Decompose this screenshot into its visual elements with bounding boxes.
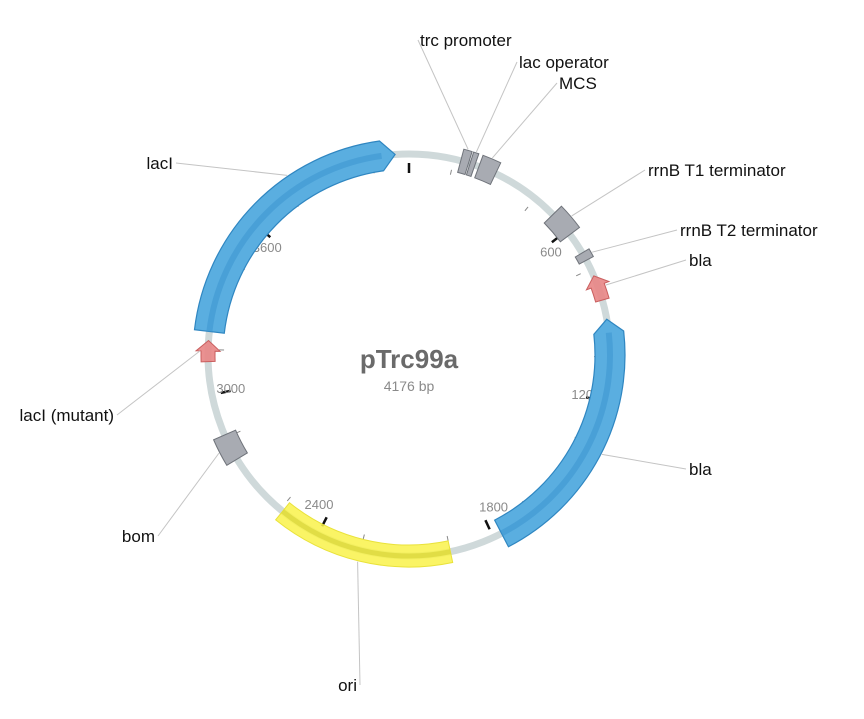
lac-operator-label[interactable]: lac operator <box>519 53 609 72</box>
rrnb-t2-label[interactable]: rrnB T2 terminator <box>680 221 818 240</box>
plasmid-name: pTrc99a <box>360 344 459 374</box>
rrnb-t1-box[interactable] <box>543 205 581 243</box>
minor-tick <box>524 206 529 212</box>
ori-label[interactable]: ori <box>338 676 357 695</box>
bla-promoter-leader-line <box>605 259 687 286</box>
bla-arrow[interactable] <box>493 318 626 548</box>
bom-box[interactable] <box>212 429 249 467</box>
feature-shapes <box>193 140 626 568</box>
minor-tick <box>449 169 453 175</box>
trc-promoter-leader-line <box>417 39 469 150</box>
bom-leader-line <box>157 452 220 537</box>
rrnb-t2-leader-line <box>591 229 678 253</box>
tick-label: 3000 <box>216 381 245 396</box>
lacI-leader-line <box>175 162 288 176</box>
tick-label: 1800 <box>479 500 508 515</box>
tick-label: 600 <box>540 245 562 260</box>
bla-leader-line <box>601 453 687 470</box>
lacI-center-line <box>206 152 382 332</box>
bla-label[interactable]: bla <box>689 460 712 479</box>
leader-lines <box>116 39 687 686</box>
bla-center-line <box>500 332 614 537</box>
minor-tick <box>286 496 291 502</box>
ori-feature[interactable] <box>274 502 454 568</box>
lac-operator-leader-line <box>475 61 518 153</box>
trc-promoter-label[interactable]: trc promoter <box>420 31 512 50</box>
plasmid-length: 4176 bp <box>384 378 435 394</box>
rrnb-t1-label[interactable]: rrnB T1 terminator <box>648 161 786 180</box>
ori-center-line <box>281 509 451 559</box>
ori-leader-line <box>357 561 361 686</box>
lac-operator-box[interactable] <box>465 151 480 178</box>
rrnb-t1-leader-line <box>571 169 646 217</box>
lacI-mutant-arrow[interactable] <box>194 339 222 363</box>
bom-label[interactable]: bom <box>122 527 155 546</box>
minor-tick <box>446 535 449 542</box>
major-tick <box>484 519 491 530</box>
major-tick <box>220 389 231 395</box>
lacI-label[interactable]: lacI <box>147 154 173 173</box>
bla-promoter-arrow[interactable] <box>585 275 611 303</box>
tick-label: 2400 <box>305 497 334 512</box>
lacI-feature[interactable] <box>193 140 396 334</box>
bla-promoter-label[interactable]: bla <box>689 251 712 270</box>
bla-feature[interactable] <box>493 318 626 548</box>
trc-promoter-box[interactable] <box>457 148 473 176</box>
minor-tick <box>362 534 365 540</box>
lacI-arrow[interactable] <box>193 140 396 334</box>
lacI-mutant-label[interactable]: lacI (mutant) <box>20 406 114 425</box>
mcs-box[interactable] <box>474 154 502 186</box>
minor-tick <box>575 273 581 277</box>
mcs-leader-line <box>492 82 558 159</box>
rrnb-t2-box[interactable] <box>574 248 595 265</box>
mcs-label[interactable]: MCS <box>559 74 597 93</box>
lacI-mutant-leader-line <box>116 350 201 416</box>
